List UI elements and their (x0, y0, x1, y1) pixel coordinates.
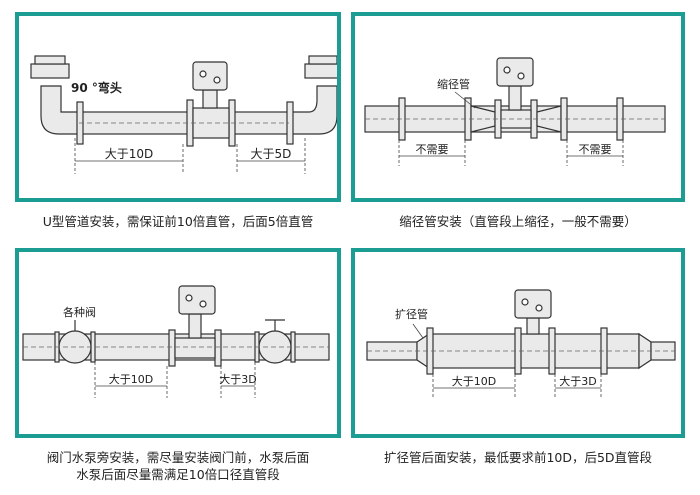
panel-u-pipe-frame: 90 °弯头 大于10D 大于5D (15, 12, 341, 202)
panel-valve-caption: 阀门水泵旁安装，需尽量安装阀门前，水泵后面 水泵后面尽量需满足10倍口径直管段 (15, 449, 341, 483)
downstream-label: 大于5D (251, 147, 292, 161)
expander-label: 扩径管 (395, 307, 428, 321)
left-flange-top (30, 63, 70, 79)
valve-label: 各种阀 (63, 305, 96, 319)
transmitter-head (178, 285, 216, 315)
bend-label: 90 °弯头 (71, 80, 122, 95)
upstream-label: 大于10D (452, 374, 496, 388)
downstream-label: 不需要 (579, 143, 612, 156)
panel-expander-caption: 扩径管后面安装，最低要求前10D，后5D直管段 (351, 449, 685, 466)
valve-diagram: 各种阀 大于10D 大于3D (22, 285, 330, 398)
caption-line: 阀门水泵旁安装，需尽量安装阀门前，水泵后面 (46, 450, 310, 465)
caption-line: 扩径管后面安装，最低要求前10D，后5D直管段 (383, 450, 653, 465)
downstream-label: 大于3D (219, 372, 256, 386)
upstream-label: 大于10D (105, 147, 154, 161)
panel-valve-frame: 各种阀 大于10D 大于3D (15, 248, 341, 438)
downstream-label: 大于3D (559, 374, 596, 388)
panel-expander-frame: 扩径管 大于10D 大于3D (351, 248, 685, 438)
reducer-label: 缩径管 (437, 77, 470, 91)
expander-diagram: 扩径管 大于10D 大于3D (366, 289, 676, 398)
panel-reducer-caption: 缩径管安装（直管段上缩径，一般不需要） (351, 213, 685, 230)
transmitter-neck (202, 89, 218, 109)
caption-line: U型管道安装，需保证前10倍直管，后面5倍直管 (42, 214, 314, 229)
panel-u-pipe-caption: U型管道安装，需保证前10倍直管，后面5倍直管 (15, 213, 341, 230)
transmitter-head (514, 289, 552, 319)
reducer-diagram: 缩径管 不需要 不需要 (364, 57, 666, 166)
caption-line: 水泵后面尽量需满足10倍口径直管段 (76, 467, 280, 482)
transmitter-head (192, 61, 228, 91)
upstream-label: 大于10D (109, 372, 153, 386)
transmitter-head (496, 57, 534, 87)
upstream-label: 不需要 (416, 143, 449, 156)
caption-line: 缩径管安装（直管段上缩径，一般不需要） (399, 214, 637, 229)
u-pipe-diagram: 90 °弯头 大于10D 大于5D (30, 55, 337, 174)
panel-reducer-frame: 缩径管 不需要 不需要 (351, 12, 685, 202)
